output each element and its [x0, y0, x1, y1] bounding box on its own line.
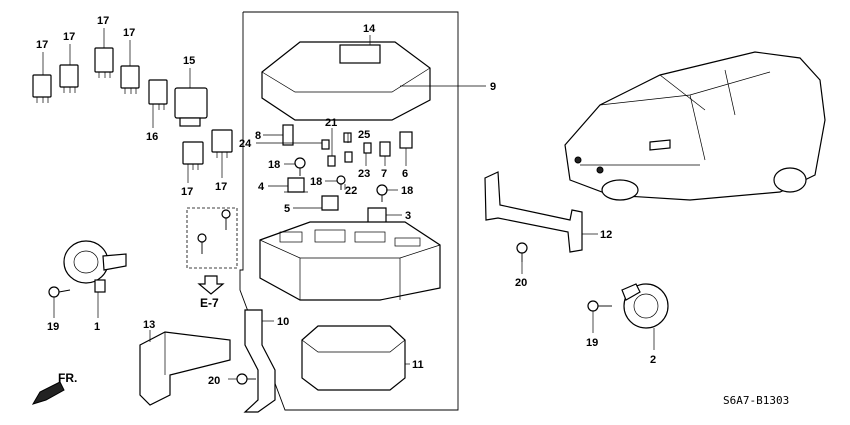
- fuse-21: [327, 155, 336, 167]
- relay-16: [148, 79, 168, 110]
- fuse-22: [344, 151, 353, 163]
- fuse-box-body: [259, 221, 441, 301]
- callout-19: 19: [586, 337, 598, 349]
- direction-arrow: [31, 381, 65, 405]
- relay-17-f: [211, 129, 233, 158]
- callout-18: 18: [310, 176, 322, 188]
- bolt-20-right: [516, 242, 528, 262]
- callout-12: 12: [600, 229, 612, 241]
- callout-25: 25: [358, 129, 370, 141]
- ref-arrow: [197, 275, 225, 295]
- horn-1: [63, 240, 127, 293]
- lower-cover-11: [301, 325, 406, 391]
- callout-18: 18: [401, 185, 413, 197]
- relay-17-e: [182, 141, 204, 170]
- callout-8: 8: [255, 130, 261, 142]
- callout-20: 20: [515, 277, 527, 289]
- fuse-23: [363, 142, 372, 154]
- bolt-19-right: [587, 300, 612, 312]
- callout-17: 17: [123, 27, 135, 39]
- bolt-detail-b: [197, 233, 207, 254]
- callout-13: 13: [143, 319, 155, 331]
- fuse-7: [379, 141, 391, 157]
- car-illustration: [564, 51, 826, 201]
- callout-7: 7: [381, 168, 387, 180]
- relay-17-c: [94, 47, 114, 78]
- bolt-19-left: [48, 286, 71, 298]
- fuse-24: [321, 139, 330, 150]
- callout-17: 17: [36, 39, 48, 51]
- callout-17: 17: [63, 31, 75, 43]
- relay-17-a: [32, 74, 52, 103]
- callout-17: 17: [97, 15, 109, 27]
- relay-17-b: [59, 64, 79, 93]
- fuse-box-cover-14: [261, 41, 431, 121]
- bracket-4: [284, 177, 308, 193]
- callout-11: 11: [412, 359, 424, 371]
- callout-18: 18: [268, 159, 280, 171]
- callout-21: 21: [325, 117, 337, 129]
- callout-17: 17: [181, 186, 193, 198]
- callout-1: 1: [94, 321, 100, 333]
- bolt-detail-a: [221, 209, 231, 230]
- bolt-18-c: [376, 184, 388, 202]
- callout-6: 6: [402, 168, 408, 180]
- ref-label: E-7: [200, 296, 219, 310]
- horn-2: [621, 283, 669, 329]
- callout-17: 17: [215, 181, 227, 193]
- callout-4: 4: [258, 181, 265, 193]
- callout-19: 19: [47, 321, 59, 333]
- callout-14: 14: [363, 23, 376, 35]
- bracket-5: [321, 195, 339, 211]
- bracket-13: [139, 331, 231, 406]
- callout-2: 2: [650, 354, 656, 366]
- relay-15: [174, 87, 208, 127]
- callout-24: 24: [239, 138, 252, 150]
- fuse-25: [343, 132, 352, 143]
- bolt-18-a: [294, 157, 306, 176]
- callout-20: 20: [208, 375, 220, 387]
- bracket-10: [243, 309, 276, 413]
- bolt-20-lower: [236, 373, 256, 385]
- callout-9: 9: [490, 81, 496, 93]
- callout-10: 10: [277, 316, 289, 328]
- fuse-8: [282, 124, 294, 146]
- diagram-code: S6A7-B1303: [723, 394, 789, 407]
- callout-3: 3: [405, 210, 411, 222]
- callout-23: 23: [358, 168, 370, 180]
- callout-16: 16: [146, 131, 158, 143]
- callout-22: 22: [345, 185, 357, 197]
- fuse-6: [399, 131, 413, 149]
- direction-label: FR.: [58, 371, 77, 385]
- bolt-detail-box: [186, 207, 238, 269]
- bolt-18-b: [336, 175, 346, 190]
- bracket-12: [484, 171, 583, 253]
- relay-17-d: [120, 65, 140, 94]
- callout-5: 5: [284, 203, 290, 215]
- callout-15: 15: [183, 55, 195, 67]
